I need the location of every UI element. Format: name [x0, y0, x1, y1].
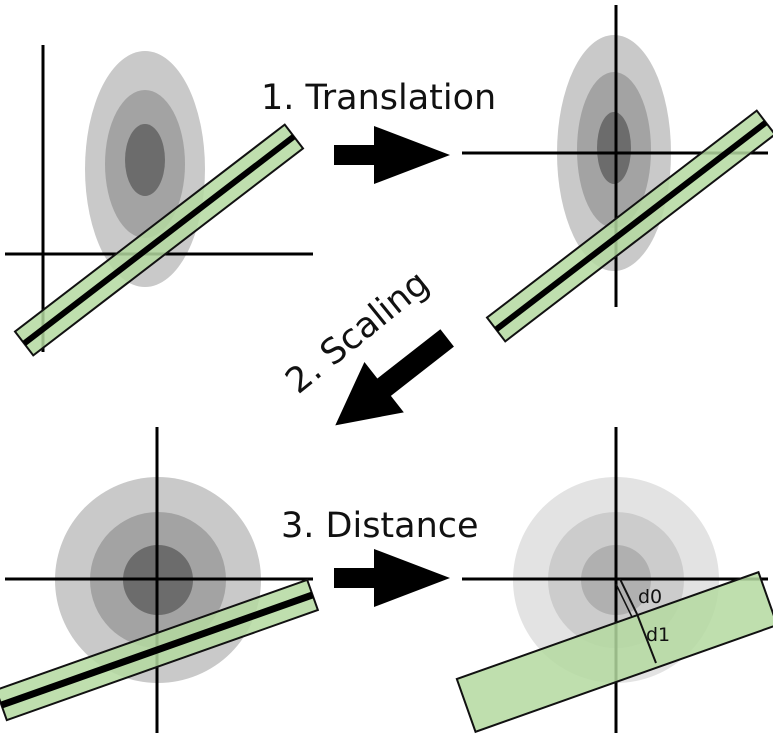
arrow-translation	[334, 126, 450, 184]
band-center-line	[0, 591, 314, 709]
arrow-distance	[334, 549, 450, 607]
arrow-down-left-icon	[335, 329, 454, 426]
distance-d1-line	[636, 613, 657, 664]
distance-d0-line-parallel	[615, 583, 633, 618]
band-fill	[455, 570, 773, 734]
distance-label-d1: d1	[646, 624, 670, 646]
panel-translated	[462, 5, 773, 343]
distance-d0-line	[619, 578, 638, 615]
arrow-scaling	[335, 329, 454, 426]
step-label-translation: 1. Translation	[261, 78, 496, 118]
band-center-line	[494, 120, 768, 332]
gaussian-ellipse	[85, 51, 205, 287]
line-band	[0, 578, 320, 722]
ellipse-inner	[125, 124, 165, 196]
line-band	[13, 123, 305, 357]
distance-label-d0: d0	[638, 586, 662, 608]
arrow-right-icon	[334, 126, 450, 184]
panel-scaled	[0, 427, 320, 733]
ellipse-inner	[597, 112, 631, 184]
panel-distance: d0 d1	[455, 427, 773, 734]
band-center-line	[22, 134, 296, 346]
line-band	[485, 109, 773, 343]
step-label-distance: 3. Distance	[281, 506, 479, 546]
panel-original	[5, 45, 313, 357]
line-band	[455, 570, 773, 734]
arrow-right-icon	[334, 549, 450, 607]
